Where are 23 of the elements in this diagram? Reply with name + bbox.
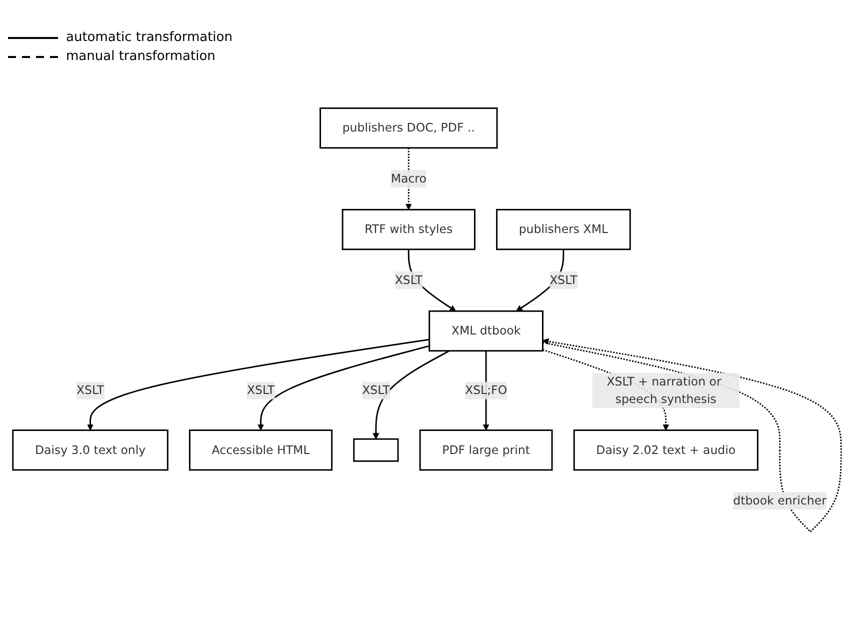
node-box: publishers XML bbox=[496, 208, 631, 250]
edge-label: XSLT bbox=[394, 272, 422, 286]
edge-label: XSLT bbox=[362, 382, 390, 397]
node-box: publishers DOC, PDF .. bbox=[320, 106, 498, 148]
legend-text: automatic transformation bbox=[66, 30, 232, 45]
edge-label: dtbook enricher bbox=[733, 492, 826, 507]
node-box: PDF large print bbox=[419, 429, 553, 470]
edge-label: XSLT + narration or speech synthesis bbox=[606, 374, 722, 406]
edge-label: XSLT bbox=[246, 382, 275, 397]
arrow bbox=[87, 338, 430, 430]
node-box: Daisy 2.02 text + audio bbox=[573, 429, 758, 470]
arrow bbox=[372, 350, 450, 439]
node-box bbox=[353, 438, 399, 462]
edge-label: Macro bbox=[390, 170, 426, 185]
edge-label: XSL;FO bbox=[465, 382, 508, 397]
node-box: XML dtbook bbox=[428, 310, 544, 352]
node-box: Accessible HTML bbox=[188, 429, 333, 470]
edge-label: XSLT bbox=[550, 272, 578, 286]
legend-text: manual transformation bbox=[66, 49, 216, 64]
arrow bbox=[258, 344, 430, 430]
node-box: RTF with styles bbox=[342, 208, 476, 250]
node-box: Daisy 3.0 text only bbox=[12, 429, 168, 470]
edge-label: XSLT bbox=[76, 382, 104, 397]
